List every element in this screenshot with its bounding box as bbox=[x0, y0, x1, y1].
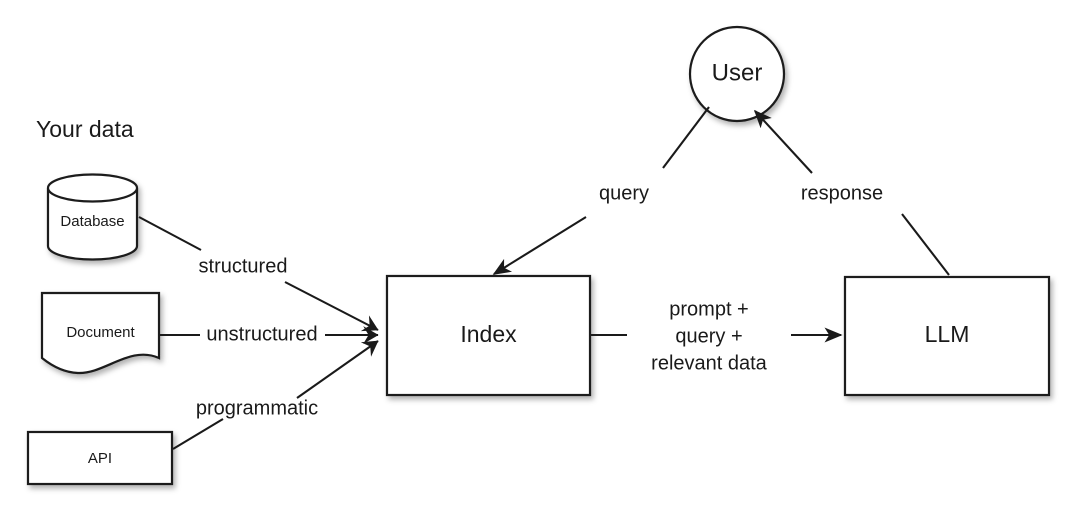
edge-database-index-seg2 bbox=[284, 281, 379, 332]
page-title: Your data bbox=[36, 116, 134, 142]
node-database[interactable] bbox=[46, 173, 139, 261]
llm-rect bbox=[843, 275, 1051, 397]
edge-label-prompt-line3: relevant data bbox=[651, 352, 768, 374]
user-circle bbox=[688, 25, 786, 123]
database-cylinder-top bbox=[46, 187, 139, 203]
edge-llm-user[interactable] bbox=[753, 109, 950, 276]
document-page-shape bbox=[40, 291, 161, 375]
edge-api-index-seg2 bbox=[296, 340, 379, 399]
edge-user-index-seg1 bbox=[662, 106, 710, 169]
node-llm[interactable] bbox=[843, 275, 1051, 397]
node-api[interactable] bbox=[26, 430, 174, 486]
edge-user-index[interactable] bbox=[492, 106, 710, 275]
api-rect bbox=[26, 430, 174, 486]
edge-label-structured: structured bbox=[199, 255, 288, 277]
edge-label-prompt-line1: prompt + bbox=[669, 298, 748, 320]
edge-database-index[interactable] bbox=[138, 216, 379, 332]
index-label: Index bbox=[460, 321, 517, 347]
api-label: API bbox=[88, 450, 112, 467]
edge-label-programmatic: programmatic bbox=[196, 397, 318, 419]
node-index[interactable] bbox=[385, 274, 592, 397]
edge-label-prompt-line2: query + bbox=[675, 325, 742, 347]
database-label: Database bbox=[60, 213, 124, 230]
edge-llm-user-seg1 bbox=[901, 213, 950, 276]
edge-user-index-seg2 bbox=[492, 216, 587, 275]
edge-label-query: query bbox=[599, 182, 649, 204]
edge-database-index-seg1 bbox=[138, 216, 202, 251]
index-rect bbox=[385, 274, 592, 397]
document-label: Document bbox=[66, 324, 135, 341]
user-label: User bbox=[712, 59, 763, 86]
node-user[interactable] bbox=[688, 25, 786, 123]
edge-llm-user-seg2 bbox=[753, 109, 813, 174]
node-document[interactable] bbox=[40, 291, 161, 375]
edge-label-unstructured: unstructured bbox=[206, 323, 317, 345]
edge-api-index[interactable] bbox=[172, 340, 379, 450]
llm-label: LLM bbox=[925, 321, 970, 347]
edge-api-index-seg1 bbox=[172, 418, 224, 450]
edge-label-response: response bbox=[801, 182, 883, 204]
